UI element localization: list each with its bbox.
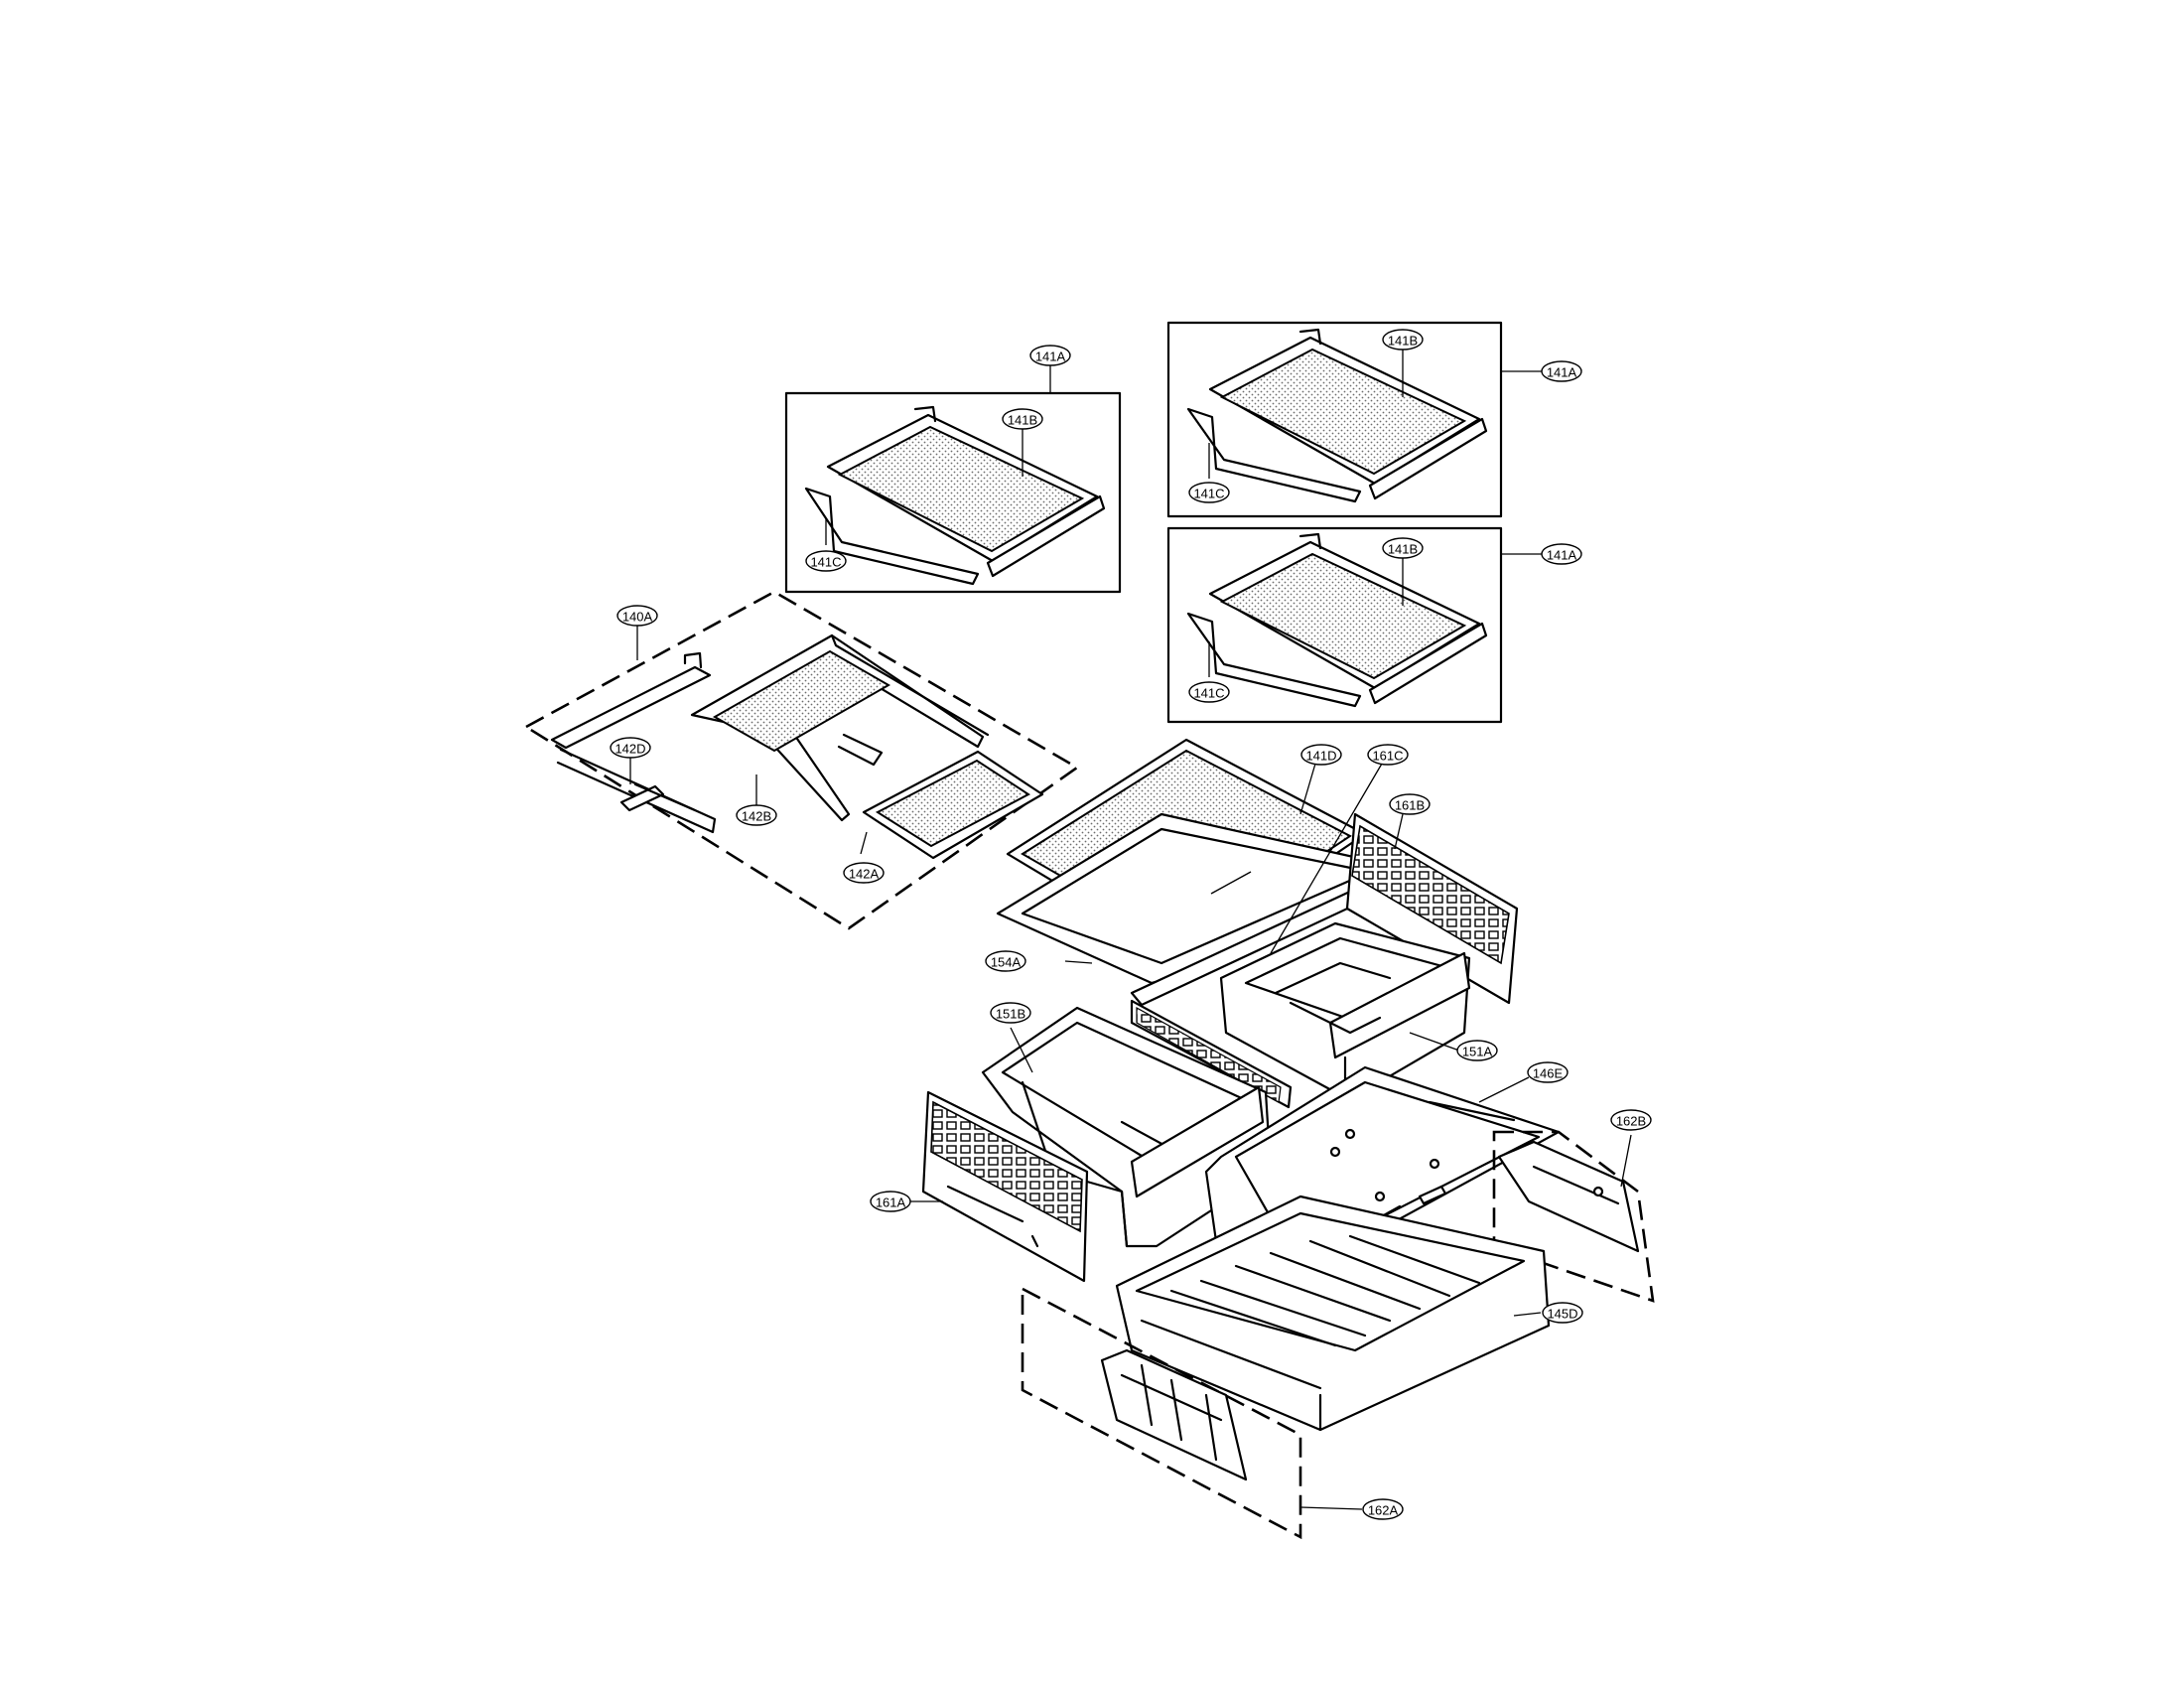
- cantilever-shelf-3: [1186, 532, 1488, 708]
- label-141C-shelf-1: 141C: [810, 555, 841, 570]
- label-146E: 146E: [1533, 1066, 1564, 1081]
- callout-145D: 145D: [1542, 1302, 1583, 1324]
- label-142B: 142B: [742, 809, 771, 824]
- shelf-assembly-3: [1166, 526, 1503, 724]
- shelf-frame-142B: [690, 633, 990, 822]
- shelf-assembly-2: [1166, 321, 1503, 518]
- label-151B: 151B: [996, 1007, 1025, 1022]
- label-140A: 140A: [622, 610, 653, 625]
- callout-141A-shelf-3: 141A: [1541, 543, 1582, 565]
- label-141C-shelf-3: 141C: [1193, 686, 1224, 701]
- divider-panel-161B: [1130, 812, 1519, 1109]
- group-box-trim-162B: [1492, 1130, 1655, 1303]
- callout-161B: 161B: [1389, 793, 1431, 815]
- callout-141B-shelf-1: 141B: [1002, 408, 1043, 430]
- label-154A: 154A: [991, 955, 1022, 970]
- label-142D: 142D: [614, 742, 645, 757]
- callout-151A: 151A: [1456, 1040, 1498, 1061]
- divider-panel-161A: [921, 1090, 1089, 1283]
- callout-141B-shelf-2: 141B: [1382, 329, 1424, 351]
- pantry-drawer-145D: [1115, 1195, 1551, 1432]
- callout-154A: 154A: [985, 950, 1026, 972]
- callout-141D: 141D: [1300, 744, 1342, 766]
- label-141C-shelf-2: 141C: [1193, 487, 1224, 501]
- group-box-shelf-1: [784, 391, 1122, 594]
- label-141A-shelf-2: 141A: [1547, 365, 1577, 380]
- callout-142D: 142D: [610, 737, 651, 759]
- trim-assembly-162A: [1021, 1286, 1302, 1540]
- cantilever-shelf-1: [804, 405, 1106, 586]
- label-141A-shelf-1: 141A: [1035, 350, 1066, 364]
- group-box-shelf-3: [1166, 526, 1503, 724]
- callout-162B: 162B: [1610, 1109, 1652, 1131]
- shelf-assembly-1: [784, 391, 1122, 594]
- label-151A: 151A: [1462, 1045, 1493, 1059]
- label-145D: 145D: [1547, 1307, 1577, 1322]
- crisper-drawer-151B: [981, 1006, 1273, 1248]
- label-162A: 162A: [1368, 1503, 1399, 1518]
- callout-141A-shelf-2: 141A: [1541, 360, 1582, 382]
- trim-assembly-162B: [1492, 1130, 1655, 1303]
- callout-161A: 161A: [870, 1191, 911, 1212]
- shelf-rails: [550, 651, 717, 834]
- callout-141A-shelf-1: 141A: [1029, 345, 1071, 366]
- callout-162A: 162A: [1362, 1498, 1404, 1520]
- callout-141C-shelf-3: 141C: [1188, 681, 1230, 703]
- cantilever-shelf-2: [1186, 328, 1488, 503]
- callout-141C-shelf-2: 141C: [1188, 482, 1230, 503]
- label-161B: 161B: [1395, 798, 1425, 813]
- callout-146E: 146E: [1527, 1061, 1569, 1083]
- label-142A: 142A: [849, 867, 880, 882]
- label-141A-shelf-3: 141A: [1547, 548, 1577, 563]
- label-141B-shelf-3: 141B: [1388, 542, 1418, 557]
- label-162B: 162B: [1616, 1114, 1646, 1129]
- callout-141C-shelf-1: 141C: [805, 550, 847, 572]
- leader-lines: [629, 350, 1632, 1510]
- callout-140A: 140A: [616, 605, 658, 627]
- label-141B-shelf-1: 141B: [1008, 413, 1037, 428]
- callout-141B-shelf-3: 141B: [1382, 537, 1424, 559]
- crisper-drawer-151A: [1219, 921, 1471, 1112]
- label-161A: 161A: [876, 1196, 906, 1210]
- group-box-folding-shelf: [523, 590, 1080, 930]
- group-box-shelf-2: [1166, 321, 1503, 518]
- callout-151B: 151B: [990, 1002, 1031, 1024]
- label-141D: 141D: [1305, 749, 1336, 764]
- folding-shelf-assembly: [523, 590, 1080, 930]
- callout-142B: 142B: [736, 804, 777, 826]
- callout-142A: 142A: [843, 862, 885, 884]
- label-141B-shelf-2: 141B: [1388, 334, 1418, 349]
- glass-insert-142A: [862, 750, 1044, 860]
- label-161C: 161C: [1372, 749, 1403, 764]
- callout-161C: 161C: [1367, 744, 1409, 766]
